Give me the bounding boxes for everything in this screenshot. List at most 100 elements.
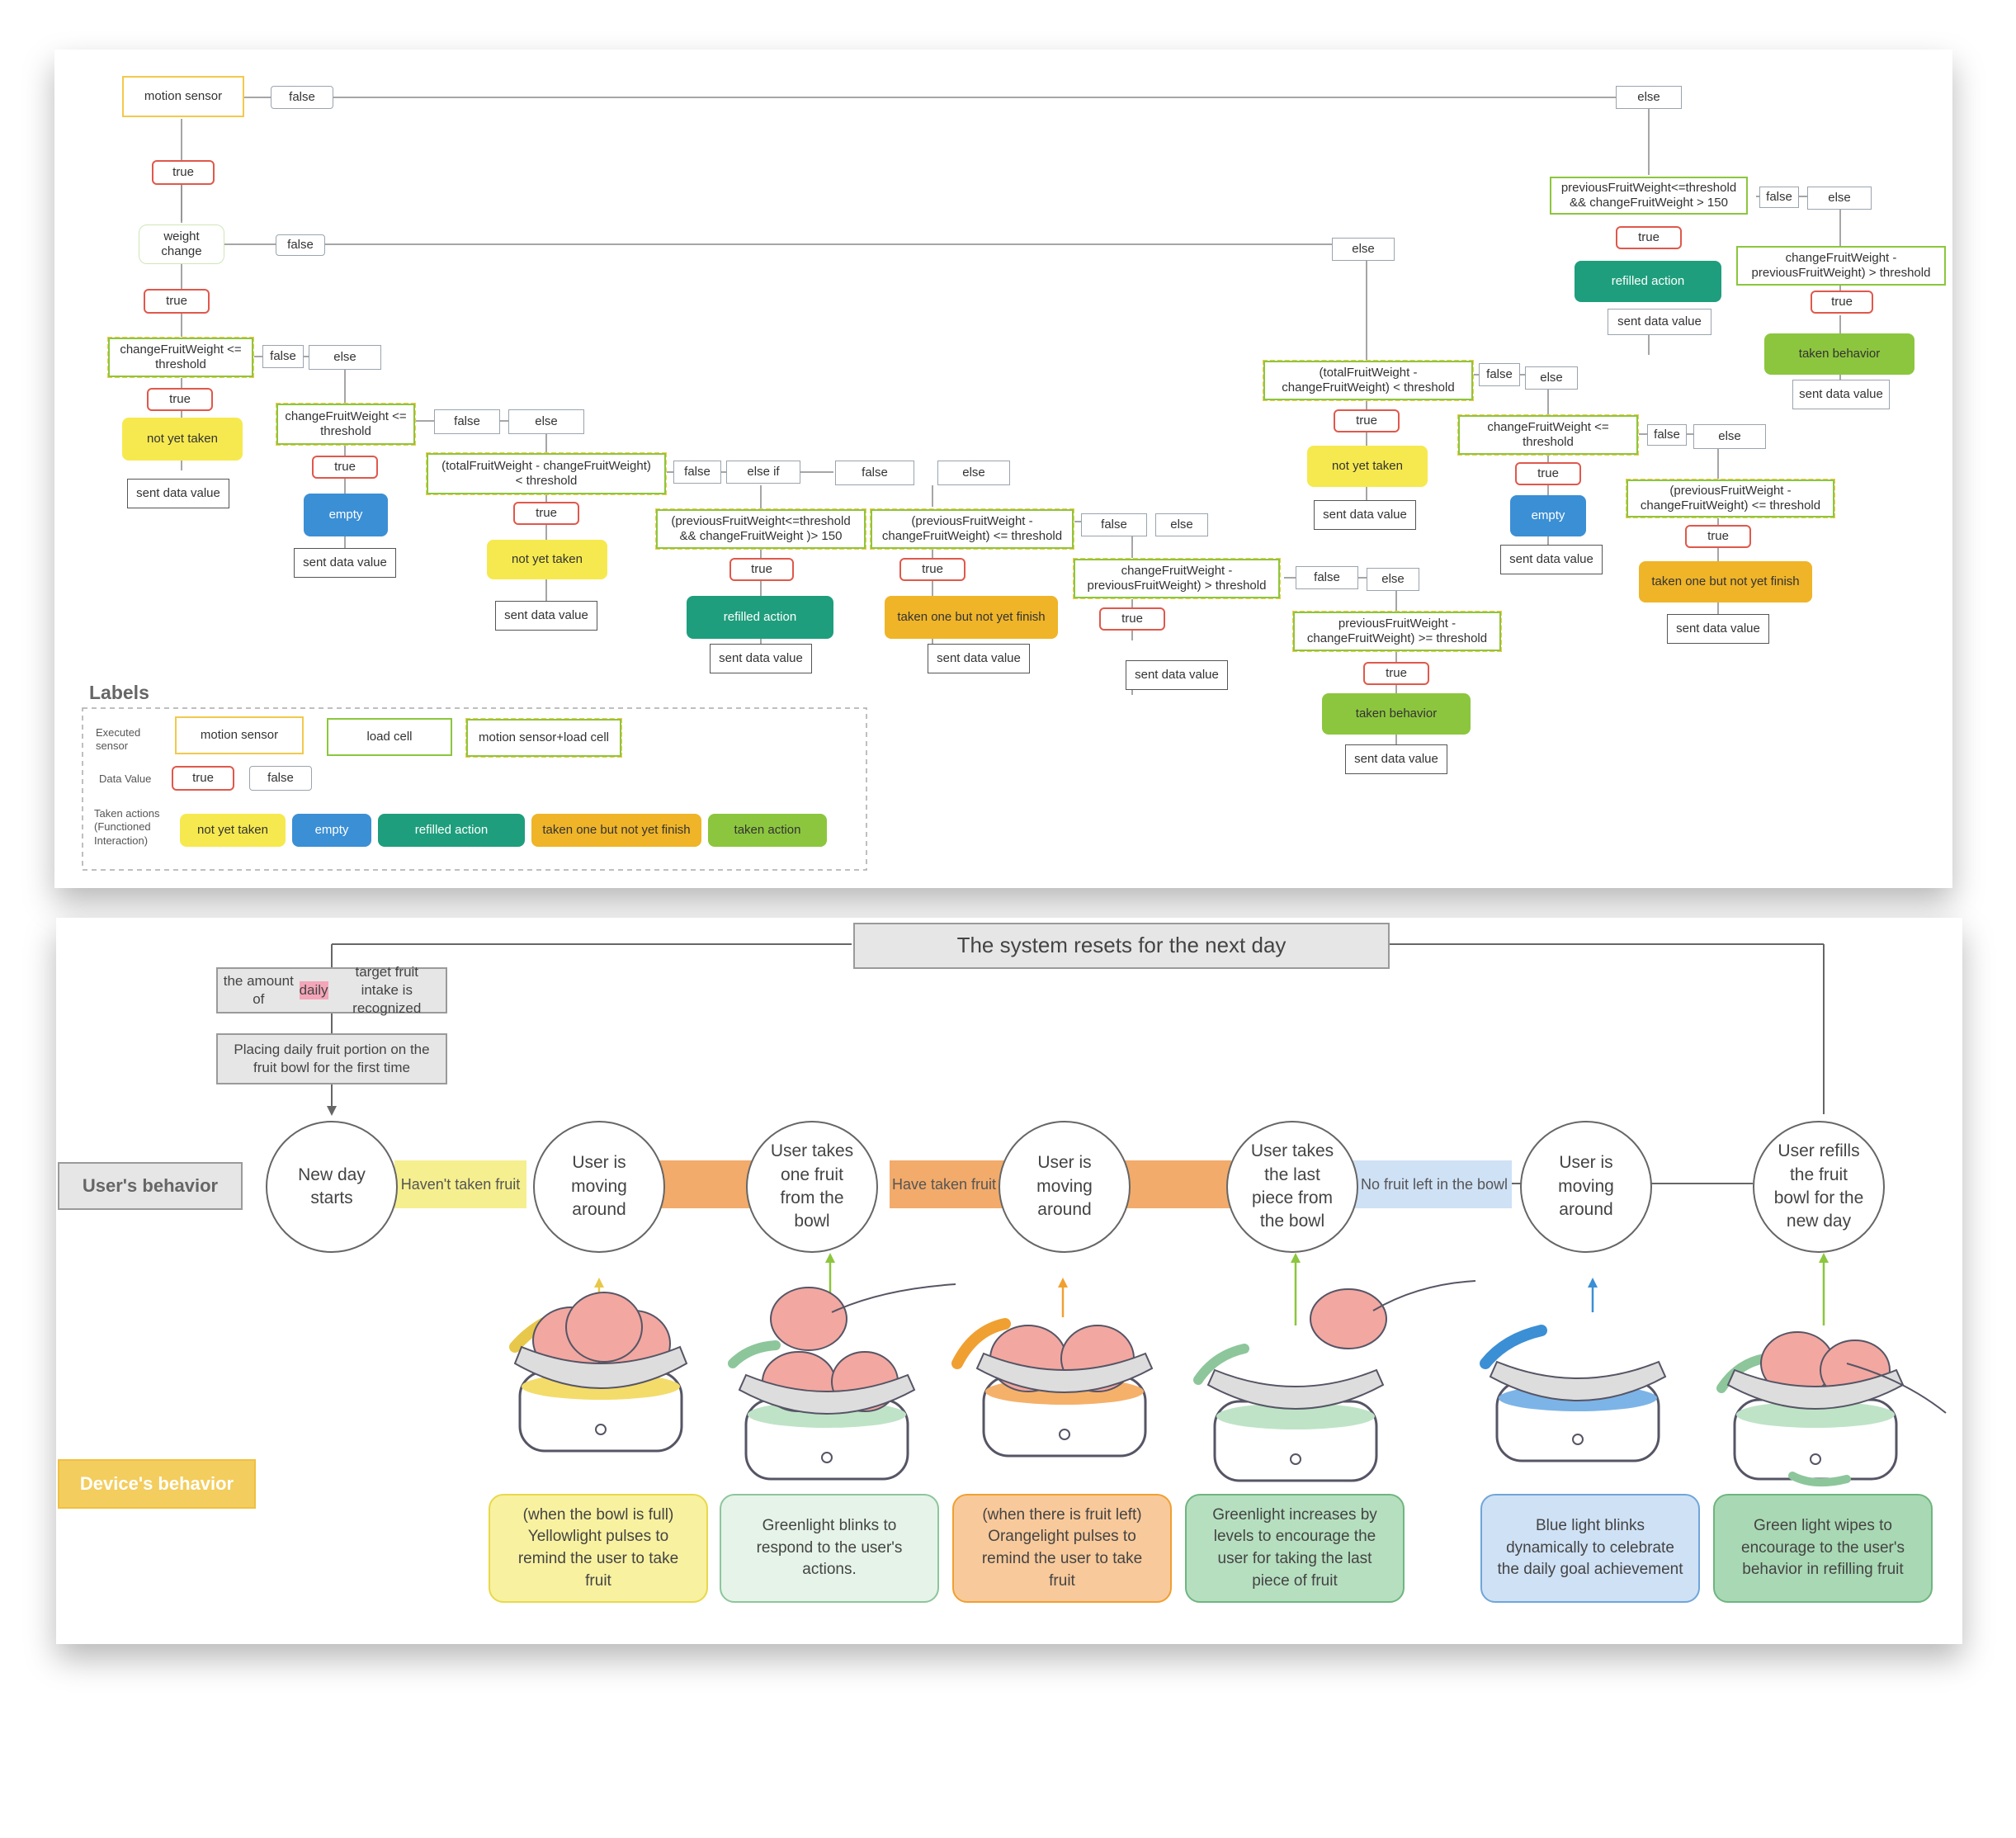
sent-data-value: sent data value bbox=[928, 644, 1030, 673]
legend-both-sensors: motion sensor+load cell bbox=[465, 718, 622, 758]
sent-data-value: sent data value bbox=[127, 479, 229, 508]
legend-load-cell: load cell bbox=[327, 718, 452, 756]
true-label: true bbox=[1334, 409, 1400, 432]
users-behavior-label: User's behavior bbox=[58, 1162, 243, 1210]
bowl-illustration bbox=[1193, 1280, 1476, 1482]
true-label: true bbox=[152, 160, 215, 185]
condition-node: (previousFruitWeight - changeFruitWeight… bbox=[870, 508, 1074, 550]
step-circle-takes-one: User takes one fruit from the bowl bbox=[746, 1121, 878, 1253]
step-place-portion: Placing daily fruit portion on the fruit… bbox=[216, 1033, 447, 1084]
bowl-illustration bbox=[728, 1283, 956, 1481]
step-circle-new-day: New day starts bbox=[266, 1121, 398, 1253]
legend-executed-sensor: Executed sensor bbox=[96, 726, 141, 753]
device-desc-blue: Blue light blinks dynamically to celebra… bbox=[1480, 1494, 1700, 1603]
false-label: false bbox=[673, 461, 721, 484]
true-label: true bbox=[729, 558, 794, 581]
legend-data-value: Data Value bbox=[99, 773, 152, 785]
step-circle-moving-2: User is moving around bbox=[999, 1121, 1131, 1253]
else-label: else bbox=[937, 461, 1010, 485]
taken-behavior-node: taken behavior bbox=[1764, 333, 1914, 375]
true-label: true bbox=[147, 388, 213, 411]
false-label: false bbox=[835, 461, 914, 485]
refilled-action-node: refilled action bbox=[1575, 261, 1721, 302]
else-label: else bbox=[1525, 366, 1578, 390]
device-desc-orange: (when there is fruit left) Orangelight p… bbox=[952, 1494, 1172, 1603]
sent-data-value: sent data value bbox=[1345, 744, 1447, 774]
else-label: else bbox=[1367, 568, 1419, 591]
step-circle-takes-last: User takes the last piece from the bowl bbox=[1226, 1121, 1358, 1253]
false-label: false bbox=[1647, 424, 1687, 446]
condition-node: changeFruitWeight <= threshold bbox=[107, 337, 254, 378]
sent-data-value: sent data value bbox=[1792, 380, 1890, 409]
true-label: true bbox=[1515, 462, 1581, 485]
legend-true: true bbox=[172, 766, 234, 791]
step-circle-refills: User refills the fruit bowl for the new … bbox=[1753, 1121, 1885, 1253]
labels-title: Labels bbox=[89, 682, 149, 703]
step-circle-moving-3: User is moving around bbox=[1520, 1121, 1652, 1253]
flowchart-panel: motion sensor false else true previousFr… bbox=[54, 50, 1952, 888]
taken-behavior-node: taken behavior bbox=[1322, 693, 1471, 735]
legend-motion-sensor: motion sensor bbox=[175, 716, 304, 754]
true-label: true bbox=[513, 502, 579, 525]
taken-one-node: taken one but not yet finish bbox=[885, 596, 1058, 639]
else-label: else bbox=[1693, 424, 1766, 449]
refilled-action-node: refilled action bbox=[687, 596, 833, 639]
sent-data-value: sent data value bbox=[1500, 545, 1603, 574]
else-label: else bbox=[1807, 187, 1872, 210]
empty-node: empty bbox=[304, 494, 388, 536]
step1-text: the amount of bbox=[223, 972, 294, 1007]
sent-data-value: sent data value bbox=[495, 601, 597, 631]
bowl-illustration bbox=[509, 1292, 688, 1453]
else-if-label: else if bbox=[726, 461, 800, 484]
reset-banner: The system resets for the next day bbox=[853, 923, 1390, 969]
false-label: false bbox=[1296, 566, 1358, 589]
band-have-taken: Have taken fruit bbox=[891, 1175, 997, 1193]
condition-node: changeFruitWeight - previousFruitWeight)… bbox=[1736, 246, 1946, 286]
legend-empty: empty bbox=[292, 814, 371, 847]
condition-node: (totalFruitWeight - changeFruitWeight) <… bbox=[426, 452, 667, 495]
taken-one-node: taken one but not yet finish bbox=[1639, 561, 1812, 602]
legend-taken-action: taken action bbox=[708, 814, 827, 847]
legend-taken-one: taken one but not yet finish bbox=[531, 814, 701, 847]
condition-node: (totalFruitWeight - changeFruitWeight) <… bbox=[1263, 360, 1474, 401]
true-label: true bbox=[1685, 525, 1751, 548]
motion-sensor-node: motion sensor bbox=[122, 76, 244, 117]
true-label: true bbox=[1616, 226, 1682, 249]
device-desc-green-blink: Greenlight blinks to respond to the user… bbox=[720, 1494, 939, 1603]
true-label: true bbox=[144, 289, 210, 314]
legend-false: false bbox=[249, 766, 312, 791]
false-label: false bbox=[1081, 513, 1147, 536]
bowl-illustration bbox=[1480, 1325, 1667, 1462]
weight-change-node: weight change bbox=[139, 224, 224, 264]
devices-behavior-label: Device's behavior bbox=[58, 1459, 256, 1509]
else-label: else bbox=[1155, 513, 1208, 536]
else-label: else bbox=[309, 345, 381, 370]
journey-panel: The system resets for the next day the a… bbox=[56, 918, 1962, 1644]
false-label: false bbox=[1479, 363, 1520, 386]
sent-data-value: sent data value bbox=[1608, 309, 1711, 335]
sent-data-value: sent data value bbox=[294, 548, 396, 578]
not-yet-taken-node: not yet taken bbox=[122, 418, 243, 461]
true-label: true bbox=[899, 558, 966, 581]
else-label: else bbox=[1616, 86, 1682, 109]
step-circle-moving-1: User is moving around bbox=[533, 1121, 665, 1253]
device-desc-green-wipe: Green light wipes to encourage to the us… bbox=[1713, 1494, 1933, 1603]
condition-node: previousFruitWeight - changeFruitWeight)… bbox=[1292, 611, 1502, 652]
step1-highlight: daily bbox=[299, 980, 328, 1000]
true-label: true bbox=[1811, 291, 1873, 314]
else-label: else bbox=[1332, 238, 1395, 261]
not-yet-taken-node: not yet taken bbox=[487, 540, 607, 579]
sent-data-value: sent data value bbox=[710, 644, 812, 673]
condition-node: (previousFruitWeight - changeFruitWeight… bbox=[1626, 479, 1835, 518]
condition-node: changeFruitWeight <= threshold bbox=[276, 403, 416, 446]
condition-node: changeFruitWeight - previousFruitWeight)… bbox=[1073, 558, 1281, 599]
not-yet-taken-node: not yet taken bbox=[1307, 446, 1428, 487]
false-label: false bbox=[434, 409, 500, 434]
bowl-illustration bbox=[951, 1318, 1154, 1458]
legend-refilled-action: refilled action bbox=[378, 814, 525, 847]
false-label: false bbox=[262, 345, 304, 368]
condition-node: previousFruitWeight<=threshold && change… bbox=[1550, 177, 1748, 215]
sent-data-value: sent data value bbox=[1126, 660, 1228, 690]
sent-data-value: sent data value bbox=[1667, 614, 1769, 644]
true-label: true bbox=[1363, 662, 1429, 685]
